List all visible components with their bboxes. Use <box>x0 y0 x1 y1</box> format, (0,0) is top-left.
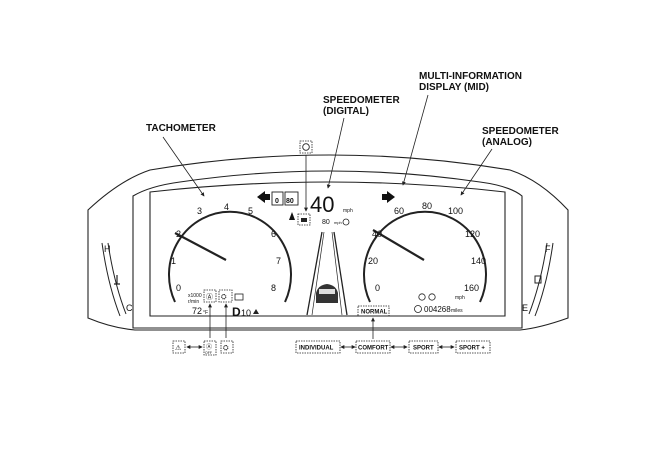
center-top-indicators: 0 80 <box>257 191 395 206</box>
outside-temp-value: 72 <box>192 306 202 316</box>
speed-limit-value-1: 0 <box>275 198 279 205</box>
tachometer-needle <box>174 232 227 261</box>
lkas-icon: ⚠ <box>175 344 181 352</box>
gear-number: 10 <box>241 308 251 318</box>
drive-mode-row: INDIVIDUAL COMFORT SPORT SPORT + <box>295 340 491 354</box>
speedometer-dial: 0 20 40 60 80 100 120 140 160 mph <box>363 201 487 303</box>
coolant-temp-icon <box>114 275 120 285</box>
steering-icon <box>302 143 310 151</box>
speed-tick-60: 60 <box>394 206 404 216</box>
hold-icon: ⛭ <box>223 345 229 352</box>
fuel-empty-label: E <box>522 303 528 313</box>
assist-icons <box>289 212 311 226</box>
temperature-gauge: H C <box>101 242 133 317</box>
tach-tick-1: 1 <box>171 256 176 266</box>
speed-tick-0: 0 <box>375 283 380 293</box>
tach-tick-4: 4 <box>224 202 229 212</box>
fuel-gauge: F E <box>522 242 554 317</box>
outside-temp-unit: °F <box>203 310 208 316</box>
label-mid-2: DISPLAY (MID) <box>419 82 489 93</box>
tach-tick-0: 0 <box>176 283 181 293</box>
off-label: OFF <box>205 351 212 355</box>
fuel-full-label: F <box>545 244 551 254</box>
tach-tick-5: 5 <box>248 206 253 216</box>
set-speed-value: 80 <box>322 219 330 226</box>
brake-hold-icon: ⛭ <box>221 294 227 301</box>
battery-icon <box>234 293 244 301</box>
speed-tick-120: 120 <box>465 229 480 239</box>
set-speed-unit: mph <box>334 220 342 225</box>
label-speedometer-digital-2: (DIGITAL) <box>323 106 369 117</box>
speedometer-unit: mph <box>455 295 465 301</box>
top-indicator <box>299 140 313 212</box>
cluster-housing <box>87 154 569 331</box>
odometer-unit: miles <box>451 308 463 314</box>
speed-limit-value-2: 80 <box>286 198 294 205</box>
car-icon <box>316 284 338 303</box>
tach-tick-2: 2 <box>176 229 181 239</box>
speed-tick-140: 140 <box>471 256 486 266</box>
indicator-toggle-row: ⚠ Ⓐ OFF ⛭ <box>172 340 234 356</box>
low-beam-icon <box>428 293 436 301</box>
left-status-area: Ⓐ ⛭ 72 °F D 10 <box>192 289 259 319</box>
label-speedometer-analog-2: (ANALOG) <box>482 137 532 148</box>
warning-icon <box>253 309 259 314</box>
mode-comfort: COMFORT <box>358 346 389 352</box>
speed-limit-sign-1 <box>271 191 284 206</box>
digital-speed: 40 mph 80 mph <box>310 192 353 226</box>
tach-unit-line2: r/min <box>188 299 199 305</box>
auto-stop-off-icon: Ⓐ <box>206 343 212 351</box>
lane-view <box>306 231 348 316</box>
speed-tick-160: 160 <box>464 283 479 293</box>
mode-sport: SPORT <box>413 346 434 352</box>
indicator-box-2 <box>218 289 233 303</box>
label-mid-1: MULTI-INFORMATION <box>419 71 522 82</box>
odometer-value: 004268 <box>424 305 451 314</box>
current-drive-mode: NORMAL <box>361 310 388 316</box>
indicator-box-1 <box>203 289 217 303</box>
speed-tick-20: 20 <box>368 256 378 266</box>
current-mode-box <box>357 305 390 317</box>
speed-limit-sign-2 <box>284 191 299 206</box>
speed-tick-100: 100 <box>448 206 463 216</box>
turn-signal-left-icon <box>257 191 270 203</box>
label-tachometer: TACHOMETER <box>146 123 217 134</box>
digital-speed-unit: mph <box>343 208 353 214</box>
speed-tick-80: 80 <box>422 201 432 211</box>
label-speedometer-digital-1: SPEEDOMETER <box>323 95 400 106</box>
lead-car-icon <box>342 218 350 226</box>
tach-tick-7: 7 <box>276 256 281 266</box>
temp-high-label: H <box>104 244 111 254</box>
digital-speed-value: 40 <box>310 192 334 217</box>
tachometer-dial: 0 1 2 3 4 5 6 7 8 x1000 r/min <box>168 202 292 305</box>
adaptive-cruise-icon-inner <box>301 218 307 222</box>
tach-tick-8: 8 <box>271 283 276 293</box>
speed-tick-40: 40 <box>372 229 382 239</box>
mode-individual: INDIVIDUAL <box>299 346 334 352</box>
right-status-area: NORMAL 004268 miles <box>357 293 463 317</box>
temp-low-label: C <box>126 303 133 313</box>
gear-letter: D <box>232 305 241 319</box>
lane-keep-icon <box>289 212 295 220</box>
adaptive-cruise-icon <box>297 213 311 226</box>
callout-lines <box>162 94 493 197</box>
turn-signal-right-icon <box>382 191 395 203</box>
auto-stop-icon: Ⓐ <box>206 293 213 301</box>
tach-tick-6: 6 <box>271 229 276 239</box>
mode-sport-plus: SPORT + <box>459 346 485 352</box>
label-speedometer-analog-1: SPEEDOMETER <box>482 126 559 137</box>
odometer-icon <box>414 305 422 313</box>
tpms-icon <box>418 293 426 301</box>
indicator-arrows <box>208 303 375 339</box>
speedometer-needle <box>372 229 425 261</box>
tach-unit-line1: x1000 <box>188 293 202 299</box>
fuel-pump-icon <box>534 275 542 284</box>
tach-tick-3: 3 <box>197 206 202 216</box>
